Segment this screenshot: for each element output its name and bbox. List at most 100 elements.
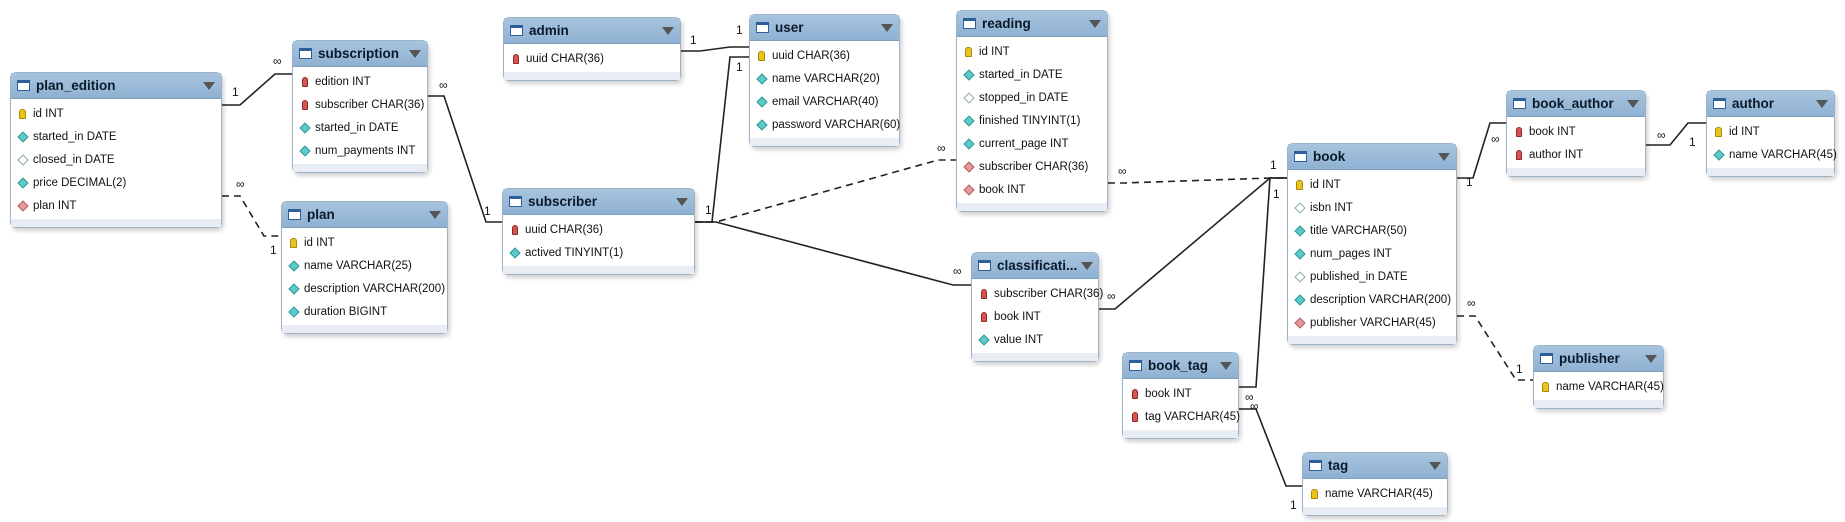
relation-line-admin-user[interactable] [681,46,749,52]
relation-line-subscriber-classification[interactable] [695,221,971,286]
collapse-arrow-icon[interactable] [676,197,688,206]
column-row[interactable]: id INT [282,231,447,254]
column-row[interactable]: author INT [1507,143,1645,166]
table-tag[interactable]: tag name VARCHAR(45) [1302,452,1448,516]
column-row[interactable]: value INT [972,328,1098,351]
column-row[interactable]: publisher VARCHAR(45) [1288,311,1456,334]
column-row[interactable]: subscriber CHAR(36) [957,155,1107,178]
relation-line-classification-book[interactable] [1099,177,1287,310]
column-row[interactable]: isbn INT [1288,196,1456,219]
column-row[interactable]: tag VARCHAR(45) [1123,405,1240,428]
collapse-arrow-icon[interactable] [429,210,441,219]
column-row[interactable]: finished TINYINT(1) [957,109,1107,132]
column-row[interactable]: actived TINYINT(1) [503,241,694,264]
relation-line-subscriber-user[interactable] [695,56,749,223]
table-header[interactable]: admin [504,18,680,44]
column-row[interactable]: name VARCHAR(45) [1534,375,1664,398]
collapse-arrow-icon[interactable] [1816,99,1828,108]
relation-line-book-publisher[interactable] [1457,315,1533,381]
table-header[interactable]: classificati... [972,253,1098,279]
relation-line-book_tag-book[interactable] [1239,177,1287,388]
column-row[interactable]: edition INT [293,70,427,93]
table-header[interactable]: plan_edition [11,73,221,99]
column-row[interactable]: stopped_in DATE [957,86,1107,109]
column-row[interactable]: duration BIGINT [282,300,447,323]
collapse-arrow-icon[interactable] [1627,99,1639,108]
column-row[interactable]: email VARCHAR(40) [750,90,899,113]
column-row[interactable]: uuid CHAR(36) [750,44,899,67]
column-row[interactable]: name VARCHAR(45) [1303,482,1447,505]
table-header[interactable]: book [1288,144,1456,170]
relation-line-book-book_author[interactable] [1457,122,1506,179]
column-row[interactable]: num_payments INT [293,139,427,162]
collapse-arrow-icon[interactable] [409,49,421,58]
table-header[interactable]: subscriber [503,189,694,215]
collapse-arrow-icon[interactable] [1220,361,1232,370]
column-row[interactable]: id INT [11,102,221,125]
table-header[interactable]: book_tag [1123,353,1238,379]
collapse-arrow-icon[interactable] [203,81,215,90]
table-header[interactable]: reading [957,11,1107,37]
column-row[interactable]: description VARCHAR(200) [282,277,447,300]
table-user[interactable]: user uuid CHAR(36)name VARCHAR(20)email … [749,14,900,147]
column-row[interactable]: current_page INT [957,132,1107,155]
relation-line-reading-book[interactable] [1108,177,1287,184]
table-subscriber[interactable]: subscriber uuid CHAR(36)actived TINYINT(… [502,188,695,275]
column-row[interactable]: id INT [1288,173,1456,196]
collapse-arrow-icon[interactable] [1081,261,1094,270]
collapse-arrow-icon[interactable] [1429,461,1441,470]
column-row[interactable]: book INT [972,305,1098,328]
relation-line-subscriber-reading[interactable] [695,159,956,223]
column-row[interactable]: num_pages INT [1288,242,1456,265]
table-header[interactable]: plan [282,202,447,228]
column-row[interactable]: subscriber CHAR(36) [972,282,1103,305]
column-row[interactable]: closed_in DATE [11,148,221,171]
column-row[interactable]: book INT [957,178,1107,201]
column-row[interactable]: started_in DATE [293,116,427,139]
column-row[interactable]: book INT [1123,382,1238,405]
column-row[interactable]: title VARCHAR(50) [1288,219,1456,242]
column-row[interactable]: name VARCHAR(45) [1707,143,1837,166]
relation-line-subscription-subscriber[interactable] [428,95,502,223]
table-header[interactable]: subscription [293,41,427,67]
table-header[interactable]: book_author [1507,91,1645,117]
relation-line-plan_edition-plan[interactable] [222,195,281,237]
column-row[interactable]: description VARCHAR(200) [1288,288,1456,311]
column-row[interactable]: started_in DATE [11,125,221,148]
relation-line-book_author-author[interactable] [1646,122,1706,146]
column-row[interactable]: uuid CHAR(36) [503,218,694,241]
column-row[interactable]: published_in DATE [1288,265,1456,288]
table-classification[interactable]: classificati... subscriber CHAR(36)book … [971,252,1103,362]
column-row[interactable]: password VARCHAR(60) [750,113,900,136]
column-row[interactable]: name VARCHAR(20) [750,67,899,90]
table-header[interactable]: tag [1303,453,1447,479]
column-row[interactable]: book INT [1507,120,1645,143]
collapse-arrow-icon[interactable] [662,26,674,35]
table-publisher[interactable]: publisher name VARCHAR(45) [1533,345,1664,409]
table-header[interactable]: author [1707,91,1834,117]
column-row[interactable]: plan INT [11,194,221,217]
column-row[interactable]: name VARCHAR(25) [282,254,447,277]
collapse-arrow-icon[interactable] [1089,19,1101,28]
relation-line-book_tag-tag[interactable] [1239,408,1302,487]
column-row[interactable]: id INT [1707,120,1834,143]
collapse-arrow-icon[interactable] [881,23,893,32]
collapse-arrow-icon[interactable] [1645,354,1657,363]
collapse-arrow-icon[interactable] [1438,152,1450,161]
column-row[interactable]: price DECIMAL(2) [11,171,221,194]
relation-line-plan_edition-subscription[interactable] [222,73,292,106]
table-header[interactable]: publisher [1534,346,1663,372]
column-row[interactable]: subscriber CHAR(36) [293,93,427,116]
table-admin[interactable]: admin uuid CHAR(36) [503,17,681,81]
column-row[interactable]: started_in DATE [957,63,1107,86]
column-row[interactable]: uuid CHAR(36) [504,47,680,70]
table-header[interactable]: user [750,15,899,41]
